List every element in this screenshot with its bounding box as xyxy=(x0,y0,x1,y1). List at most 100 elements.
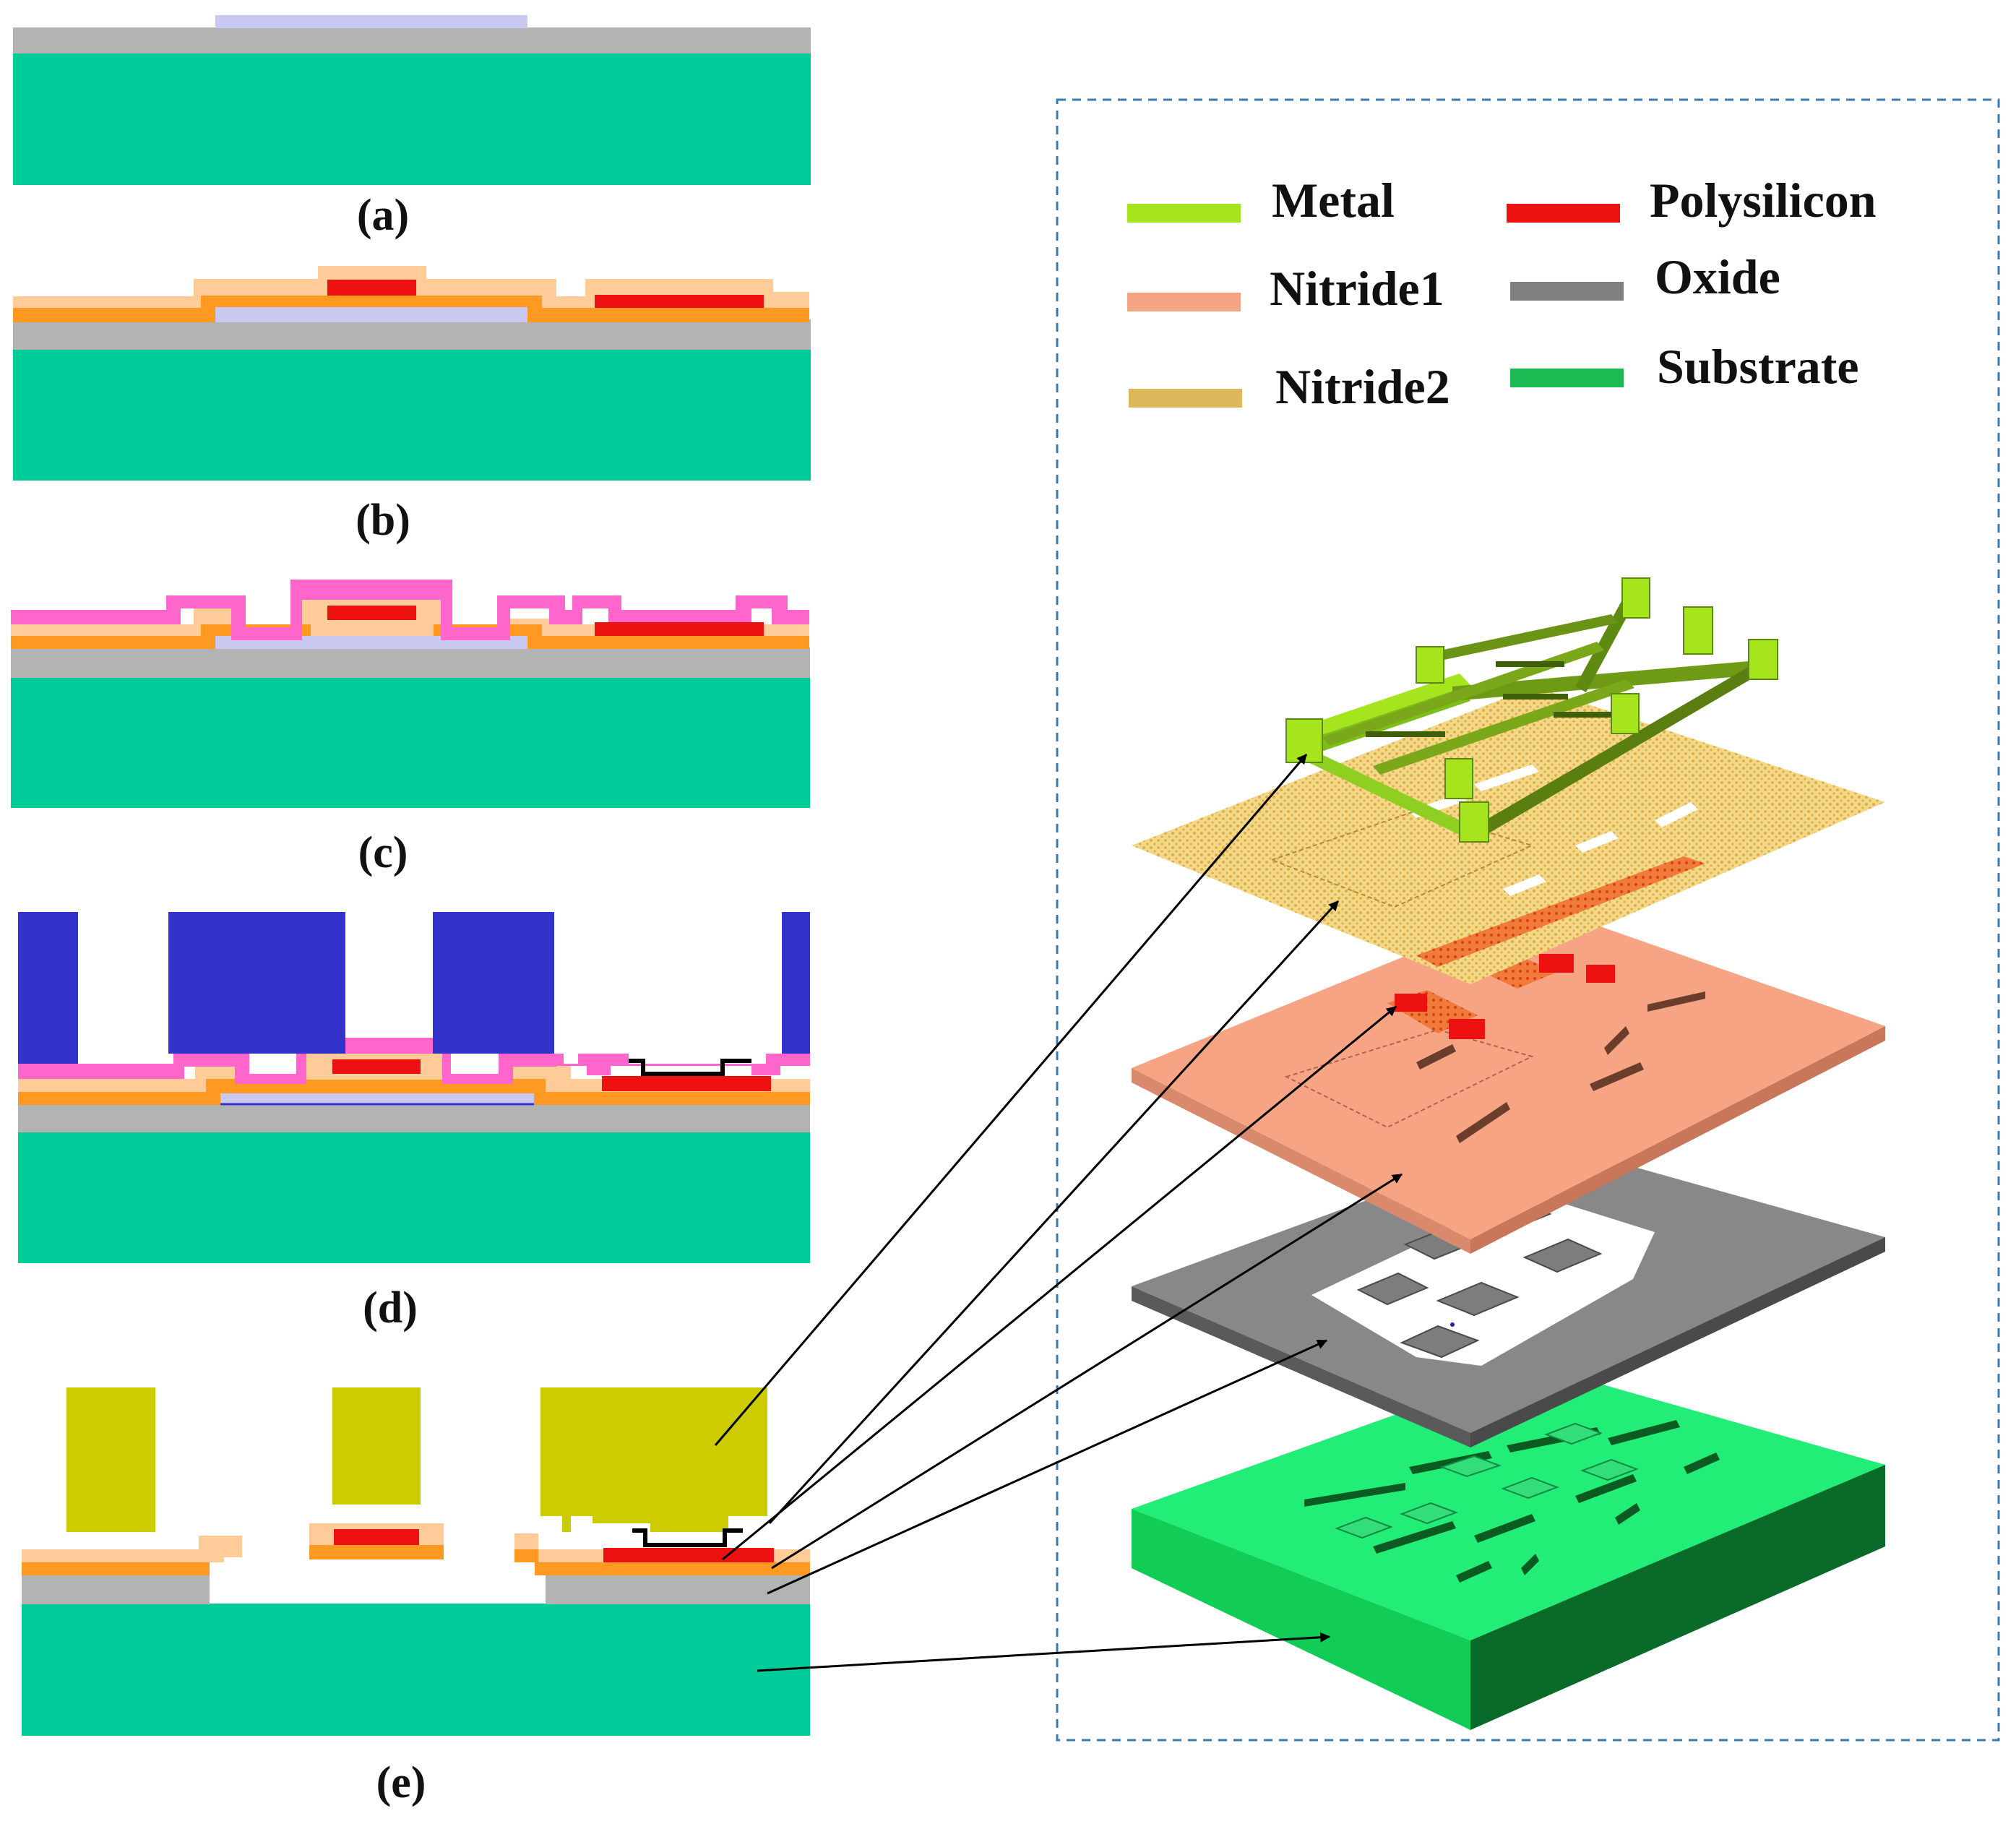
arrow-nitride1 xyxy=(771,1173,1403,1570)
oxide-mark xyxy=(1450,1322,1455,1327)
substrate-3d xyxy=(1132,1365,1885,1730)
oxide-layer xyxy=(546,1575,810,1604)
nitride-light-layer xyxy=(22,1536,242,1562)
metal-post xyxy=(1621,577,1650,619)
oxide-layer xyxy=(11,647,810,678)
nitride2-top xyxy=(1132,687,1885,984)
oxide-3d xyxy=(1132,1139,1885,1447)
sacrificial-layer xyxy=(215,307,527,322)
arrow-nitride2 xyxy=(768,900,1340,1525)
metal-post xyxy=(1416,646,1444,684)
polysilicon-block xyxy=(334,1529,419,1545)
metal-block xyxy=(66,1387,155,1532)
substrate-front xyxy=(1132,1509,1470,1730)
substrate-layer xyxy=(11,677,810,808)
contact-opening-outline xyxy=(632,1528,743,1547)
oxide-layer xyxy=(13,319,811,350)
metal-block xyxy=(540,1387,767,1532)
substrate-side xyxy=(1470,1465,1885,1730)
metal-block xyxy=(332,1387,421,1505)
metal-post xyxy=(1683,606,1713,655)
metal-3d xyxy=(1285,577,1778,843)
arrow-oxide xyxy=(767,1339,1328,1595)
legend-label-nitride2: Nitride2 xyxy=(1275,359,1450,414)
caption-b: (b) xyxy=(356,496,410,545)
metal-beam xyxy=(1467,665,1763,840)
connector-arrows xyxy=(714,754,1403,1672)
nitride-orange-layer xyxy=(13,296,809,322)
photoresist xyxy=(18,912,810,1064)
nitride-light-layer xyxy=(311,621,434,636)
nitride1-3d xyxy=(1132,903,1885,1254)
metal-crossbar xyxy=(1423,614,1619,663)
legend-label-oxide: Oxide xyxy=(1655,249,1780,304)
polysilicon-block xyxy=(602,1076,771,1091)
nitride2-outline-pattern xyxy=(1270,809,1534,908)
dashed-border xyxy=(1056,98,2000,1742)
polysilicon-block xyxy=(327,280,416,296)
legend-swatch-nitride1 xyxy=(1127,293,1241,311)
polysilicon-pad xyxy=(1586,965,1615,983)
polysilicon-block xyxy=(595,622,764,636)
legend-swatch-substrate xyxy=(1510,369,1624,387)
caption-d: (d) xyxy=(363,1283,418,1333)
substrate-anchor-pads xyxy=(1335,1422,1639,1539)
panel-d: (d) xyxy=(18,912,810,1333)
nitride2-red-strip xyxy=(1416,856,1705,967)
nitride-orange-layer xyxy=(11,624,809,649)
nitride-light-layer xyxy=(11,608,238,636)
metal-rail-left xyxy=(1301,744,1467,838)
caption-a: (a) xyxy=(357,191,409,240)
legend: Metal Polysilicon Nitride1 Oxide Nitride… xyxy=(1127,173,1877,414)
nitride2-3d xyxy=(1132,687,1885,984)
panel-c: (c) xyxy=(11,580,810,877)
sacrificial-layer xyxy=(220,1093,534,1106)
photoresist-block xyxy=(168,912,345,1054)
nitride1-outline-pattern xyxy=(1284,1028,1534,1129)
nitride-orange-under-poly xyxy=(309,1545,444,1559)
substrate-layer xyxy=(13,349,811,481)
nitride1-slots xyxy=(1416,991,1705,1143)
oxide-layer xyxy=(18,1105,810,1132)
polysilicon-block xyxy=(327,606,416,620)
caption-e: (e) xyxy=(376,1758,426,1807)
oxide-layer xyxy=(22,1575,210,1604)
legend-swatch-nitride2 xyxy=(1129,389,1242,408)
sacrificial-layer xyxy=(215,15,527,28)
oxide-front xyxy=(1132,1286,1470,1447)
pink-layer xyxy=(18,1038,810,1084)
legend-label-polysilicon: Polysilicon xyxy=(1650,173,1877,228)
panel-b: (b) xyxy=(13,266,811,545)
arrow-polysilicon xyxy=(722,1005,1397,1561)
nitride1-front xyxy=(1132,1068,1470,1254)
polysilicon-block xyxy=(595,295,764,308)
metal-comb-fingers xyxy=(1366,661,1611,737)
legend-label-substrate: Substrate xyxy=(1657,339,1859,394)
pink-layer xyxy=(11,580,809,640)
polysilicon-pad xyxy=(1395,994,1427,1012)
substrate-layer xyxy=(22,1604,810,1736)
nitride1-top xyxy=(1132,903,1885,1239)
metal-post xyxy=(1611,693,1640,734)
metal-posts xyxy=(1285,577,1778,843)
metal-crossbar xyxy=(1373,679,1634,775)
nitride-orange-layer xyxy=(18,1079,810,1105)
metal-post xyxy=(1459,801,1489,843)
metal-post xyxy=(1748,639,1778,680)
photoresist-block xyxy=(18,912,78,1064)
panel-a: (a) xyxy=(13,15,811,240)
metal-frame-top xyxy=(1293,673,1470,741)
arrow-substrate xyxy=(757,1632,1331,1672)
metal-crossbar xyxy=(1322,642,1604,746)
photoresist-block xyxy=(782,912,810,1054)
polysilicon-block xyxy=(332,1059,421,1074)
polysilicon-pad xyxy=(1449,1019,1485,1039)
polysilicon-block xyxy=(603,1548,774,1562)
polysilicon-pad xyxy=(1539,954,1574,973)
nitride-orange-layer xyxy=(22,1552,224,1575)
legend-label-metal: Metal xyxy=(1272,173,1395,228)
metal-post xyxy=(1444,758,1473,799)
panel-e: (e) xyxy=(22,1387,810,1807)
exploded-view: Metal Polysilicon Nitride1 Oxide Nitride… xyxy=(1056,98,2000,1742)
